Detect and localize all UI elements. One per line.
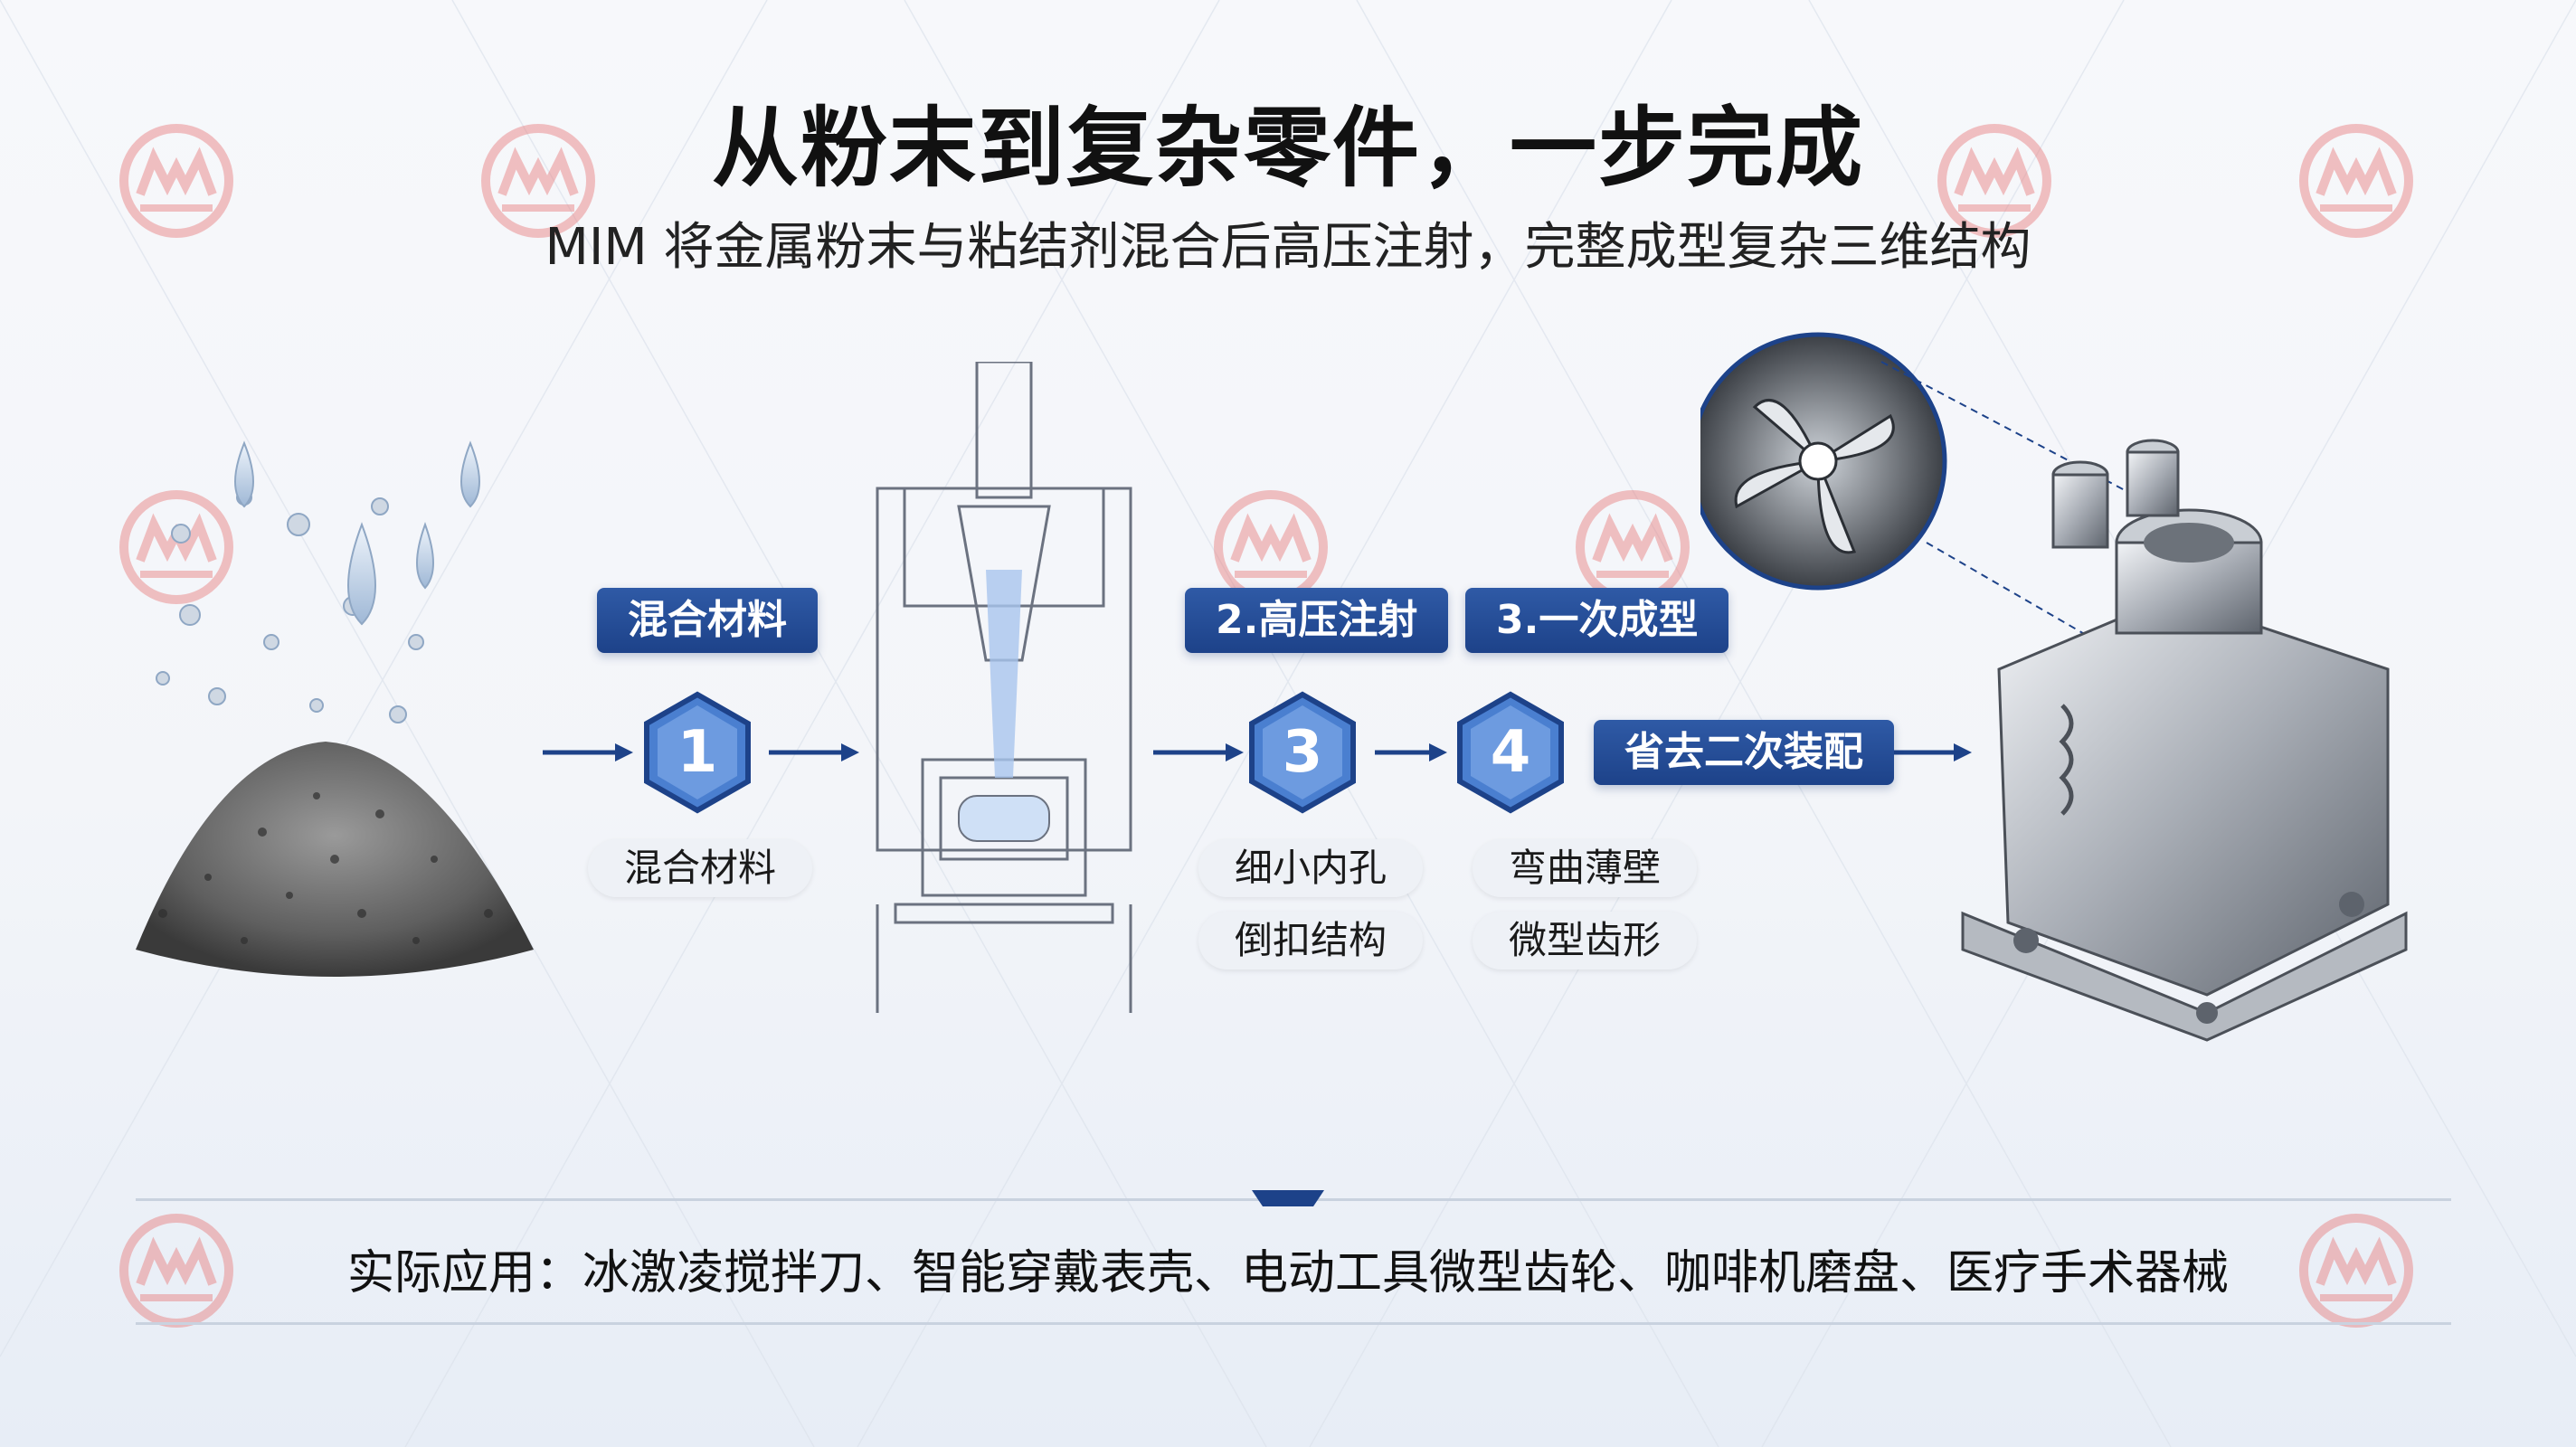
step-1-note: 混合材料 xyxy=(588,839,813,897)
arrow-right-icon xyxy=(1153,743,1244,761)
step-1-label: 混合材料 xyxy=(597,588,818,653)
step-4-number: 4 xyxy=(1490,719,1531,786)
step-3-hexagon-icon xyxy=(1249,691,1356,814)
arrow-right-icon xyxy=(1890,743,1972,761)
step-3-label: 3.一次成型 xyxy=(1465,588,1729,653)
arrow-right-icon xyxy=(1375,743,1447,761)
step-3-note-2: 倒扣结构 xyxy=(1198,912,1424,969)
step-4-note-1: 弯曲薄壁 xyxy=(1473,839,1698,897)
step-3-number: 3 xyxy=(1282,719,1323,786)
arrow-right-icon xyxy=(543,743,633,761)
step-3-note-1: 细小内孔 xyxy=(1198,839,1424,897)
page-subtitle: MIM 将金属粉末与粘结剂混合后高压注射，完整成型复杂三维结构 xyxy=(545,218,2031,277)
step-4-note-2: 微型齿形 xyxy=(1473,912,1698,969)
step-2-label: 2.高压注射 xyxy=(1185,588,1449,653)
bottom-divider-bottom xyxy=(136,1322,2451,1325)
step-1-number: 1 xyxy=(677,719,718,786)
finished-part-illustration xyxy=(1700,332,2408,1042)
brand-logo-icon xyxy=(2297,122,2415,240)
step-1-hexagon-icon xyxy=(644,691,751,814)
metal-powder-illustration xyxy=(136,440,534,977)
injection-mold-illustration xyxy=(876,362,1132,1013)
divider-notch-icon xyxy=(1252,1190,1324,1206)
brand-logo-icon xyxy=(118,122,235,240)
arrow-right-icon xyxy=(769,743,859,761)
brand-logo-icon xyxy=(1936,122,2053,240)
page-title: 从粉末到复杂零件，一步完成 xyxy=(712,98,1864,199)
step-4-hexagon-icon xyxy=(1457,691,1564,814)
final-label: 省去二次装配 xyxy=(1594,720,1894,785)
brand-logo-icon xyxy=(479,122,597,240)
applications-text: 实际应用：冰激凌搅拌刀、智能穿戴表壳、电动工具微型齿轮、咖啡机磨盘、医疗手术器械 xyxy=(346,1246,2229,1300)
